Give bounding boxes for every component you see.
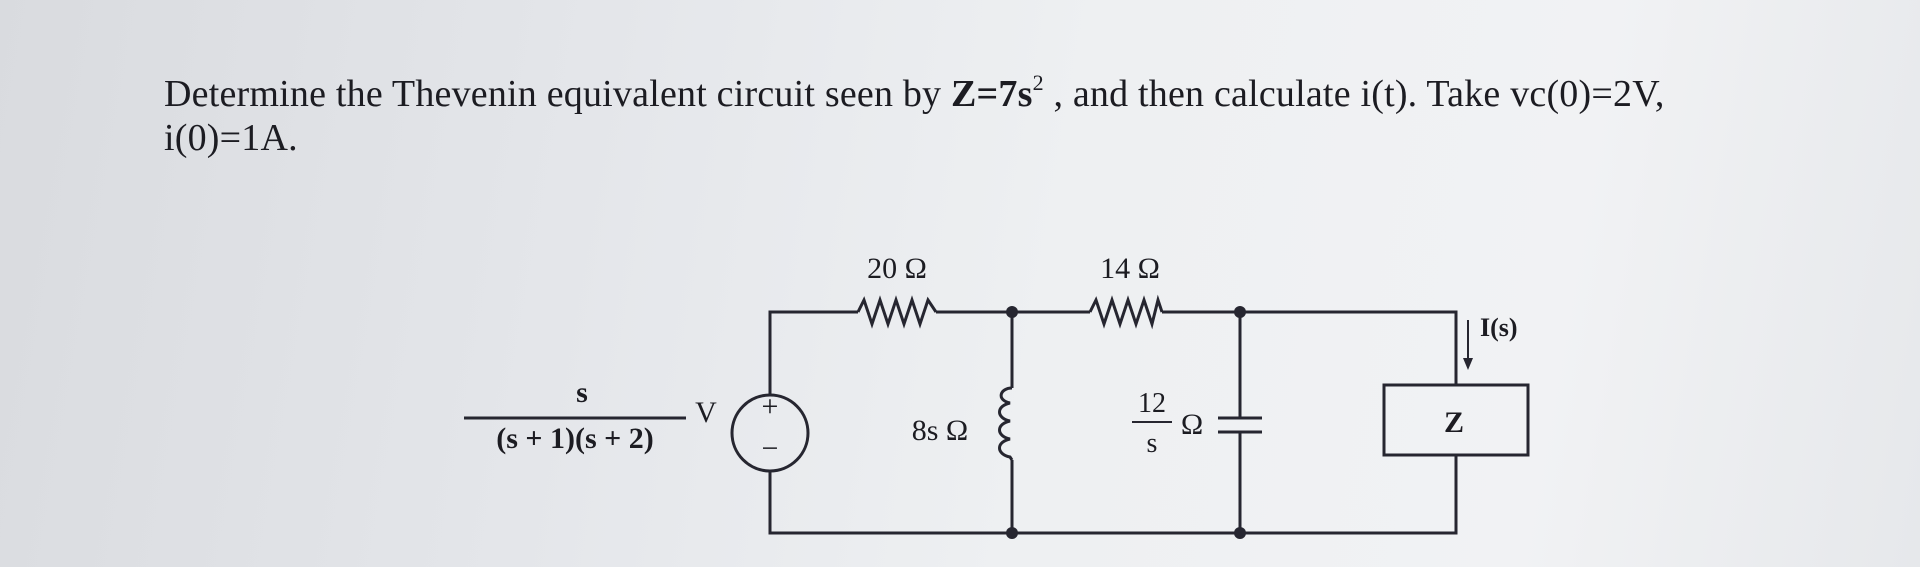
problem-text-suffix: , and then calculate i(t). Take vc(0)=2V… — [1043, 73, 1665, 115]
problem-statement: Determine the Thevenin equivalent circui… — [164, 72, 1804, 160]
resistor-14-symbol — [1088, 294, 1164, 330]
source-unit: V — [695, 396, 717, 429]
problem-line-1: Determine the Thevenin equivalent circui… — [164, 72, 1804, 116]
junction-dot — [1234, 527, 1246, 539]
capacitor-denominator: s — [1147, 428, 1158, 459]
load-expression: Z=7s — [950, 73, 1033, 115]
wire-bottom-left — [768, 472, 1012, 535]
inductor-symbol — [998, 386, 1014, 461]
junction-dot — [1006, 527, 1018, 539]
source-minus-sign: − — [762, 432, 779, 465]
current-arrow-icon — [1463, 320, 1473, 370]
load-exponent: 2 — [1032, 70, 1044, 95]
wire-load-bottom — [1240, 455, 1458, 535]
load-box — [1382, 383, 1530, 457]
junction-dot — [1006, 306, 1018, 318]
wire-source-top — [768, 310, 858, 394]
junction-dot — [1234, 306, 1246, 318]
current-label: I(s) — [1480, 313, 1518, 342]
capacitor-unit: Ω — [1181, 408, 1203, 441]
problem-text-prefix: Determine the Thevenin equivalent circui… — [164, 73, 951, 115]
voltage-source: + − — [730, 390, 810, 473]
resistor-20-label: 20 Ω — [867, 252, 927, 285]
inductor-label: 8s Ω — [912, 414, 968, 447]
load-label: Z — [1444, 406, 1464, 439]
source-denominator: (s + 1)(s + 2) — [496, 422, 654, 455]
problem-line-2: i(0)=1A. — [164, 117, 298, 159]
source-numerator: s — [576, 376, 588, 409]
wires — [768, 310, 1458, 535]
wire-to-load-top — [1240, 310, 1458, 385]
capacitor-numerator: 12 — [1138, 388, 1166, 419]
resistor-14-label: 14 Ω — [1100, 252, 1160, 285]
resistor-20-symbol — [856, 295, 938, 329]
voltage-source-symbol — [730, 393, 810, 473]
source-plus-sign: + — [762, 390, 779, 423]
